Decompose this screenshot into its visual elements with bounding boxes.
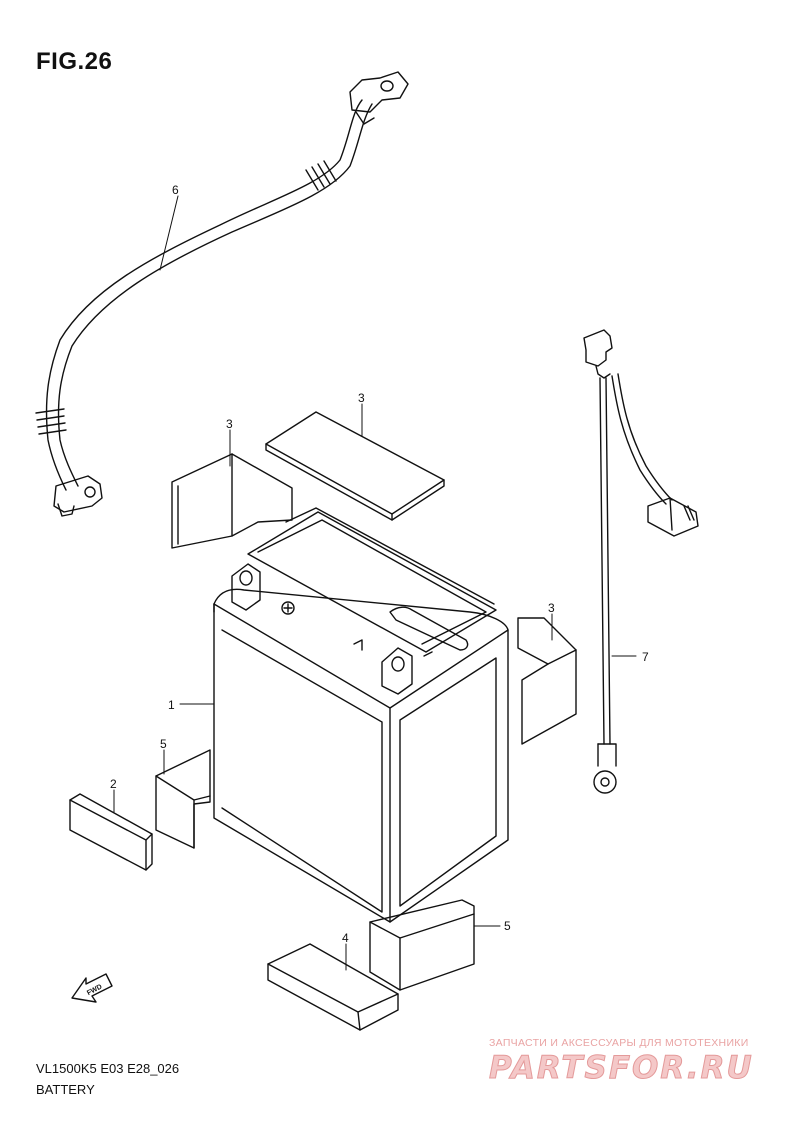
callout-3-right: 3: [548, 601, 555, 615]
part-5-bottom-spacer: [369, 899, 475, 991]
callout-5-left: 5: [160, 737, 167, 751]
part-3-right-pad: [517, 617, 577, 745]
part-7-positive-wire: [583, 329, 699, 794]
callout-3-top: 3: [358, 391, 365, 405]
part-3-top-pad: [265, 411, 445, 521]
figure-title: FIG.26: [36, 48, 113, 75]
part-3-left-pad: [171, 453, 293, 549]
callout-2: 2: [110, 777, 117, 791]
callout-5-right: 5: [504, 919, 511, 933]
model-code: VL1500K5 E03 E28_026: [36, 1061, 180, 1076]
part-1-battery: [213, 507, 509, 923]
watermark-logo: PARTSFOR.RU: [489, 1050, 754, 1087]
section-name: BATTERY: [36, 1082, 95, 1097]
callout-numbers: 6 3 3 3 7 1 5 2 5 4: [110, 183, 649, 945]
callout-4: 4: [342, 931, 349, 945]
leader-lines: [113, 195, 637, 971]
part-2-side-pad: [69, 793, 153, 871]
callout-7: 7: [642, 650, 649, 664]
part-6-negative-cable: [35, 71, 409, 517]
arrow-fwd-icon: FWD: [71, 973, 113, 1003]
part-4-bottom-pad: [267, 943, 399, 1031]
callout-3-left: 3: [226, 417, 233, 431]
callout-6: 6: [172, 183, 179, 197]
callout-1: 1: [168, 698, 175, 712]
part-5-left-spacer: [155, 749, 211, 849]
watermark-tagline: ЗАПЧАСТИ И АКСЕССУАРЫ ДЛЯ МОТОТЕХНИКИ: [489, 1037, 749, 1049]
